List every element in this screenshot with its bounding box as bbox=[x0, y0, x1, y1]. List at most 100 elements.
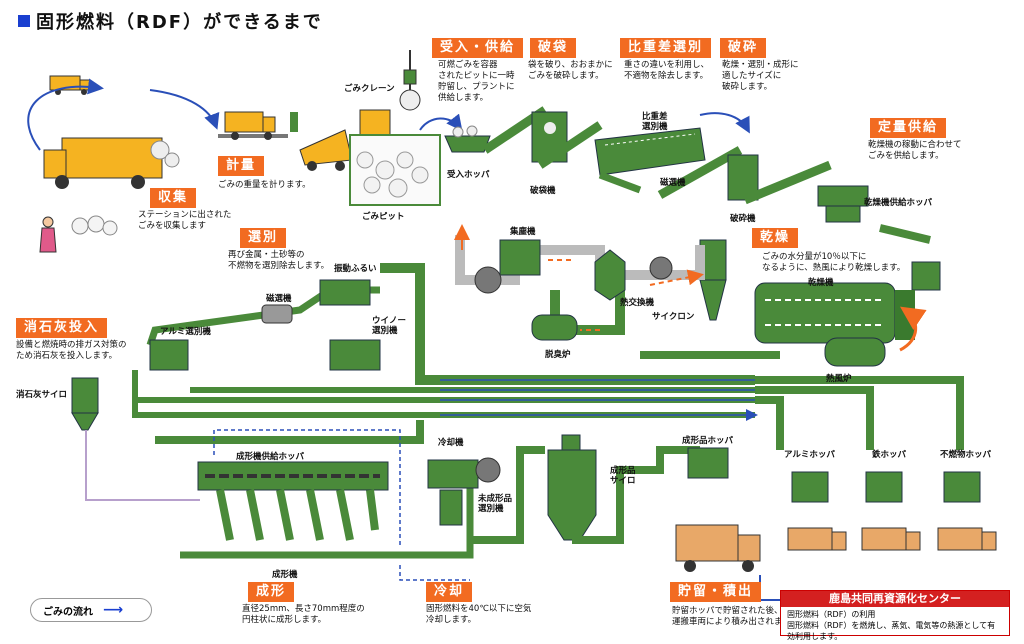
conveyor bbox=[155, 420, 424, 444]
stage-label-feed: 定量供給 bbox=[870, 118, 947, 138]
incombustible-hopper bbox=[943, 471, 981, 503]
stage-desc-store: 貯留ホッパで貯留された後、 運搬車両により積み出されます。 bbox=[672, 606, 799, 627]
garbage-truck-small bbox=[49, 75, 91, 95]
square-bullet-icon bbox=[18, 15, 30, 27]
cooler bbox=[427, 457, 501, 526]
deodorizing-furnace bbox=[531, 314, 578, 341]
caption-hot-air: 熱風炉 bbox=[826, 374, 852, 384]
stage-label-weigh: 計量 bbox=[218, 156, 265, 176]
garbage-crane bbox=[399, 50, 421, 111]
stage-label-store: 貯留・積出 bbox=[670, 582, 762, 602]
garbage-pit bbox=[349, 134, 441, 206]
hot-air-arrow bbox=[899, 306, 927, 352]
stage-label-bag-break: 破袋 bbox=[530, 38, 577, 58]
lime-line bbox=[85, 430, 200, 501]
lime-silo bbox=[71, 377, 99, 431]
caption-heat-exchanger: 熱交換機 bbox=[620, 298, 655, 308]
caption-bag-breaker: 破袋機 bbox=[530, 186, 556, 196]
caption-product-silo: 成形品 サイロ bbox=[610, 466, 636, 486]
conveyor bbox=[470, 446, 545, 544]
stage-desc-collect: ステーションに出された ごみを収集します bbox=[138, 210, 232, 231]
caption-deodorizer: 脱臭炉 bbox=[545, 350, 571, 360]
gravity-separator bbox=[594, 127, 706, 176]
center-name: 鹿島共同再資源化センター bbox=[781, 591, 1009, 607]
stage-label-collect: 収集 bbox=[150, 188, 197, 208]
stage-label-sort: 選別 bbox=[240, 228, 287, 248]
caption-product-hopper: 成形品ホッパ bbox=[682, 436, 734, 446]
caption-receiving-hopper: 受入ホッパ bbox=[447, 170, 490, 180]
caption-lime-silo: 消石灰サイロ bbox=[16, 390, 68, 400]
heat-exchanger bbox=[594, 249, 626, 301]
person-with-bags bbox=[39, 215, 118, 253]
rotary-dryer bbox=[754, 282, 915, 344]
dryer-feed-hopper bbox=[817, 185, 869, 223]
caption-gravity-separator: 比重差 選別機 bbox=[642, 112, 668, 132]
flow-arrow bbox=[440, 379, 755, 415]
return-flow bbox=[213, 429, 401, 545]
caption-feed-hopper: 乾燥機供給ホッパ bbox=[864, 198, 933, 208]
caption-cyclone: サイクロン bbox=[652, 312, 695, 322]
stage-desc-weigh: ごみの重量を計ります。 bbox=[218, 180, 311, 190]
conveyor bbox=[755, 376, 964, 450]
rdf-former bbox=[197, 461, 389, 541]
aluminum-separator bbox=[149, 339, 189, 371]
caption-crane: ごみクレーン bbox=[344, 84, 395, 94]
garbage-truck-large bbox=[43, 137, 180, 189]
product-hopper bbox=[687, 447, 729, 479]
flow-arrow bbox=[27, 78, 104, 151]
conveyor bbox=[572, 446, 700, 544]
stage-desc-receive: 可燃ごみを容器 されたピットに一時 貯留し、プラントに 供給します。 bbox=[438, 60, 515, 103]
legend: ごみの流れ ⟶ bbox=[30, 598, 152, 622]
stage-desc-lime: 設備と燃焼時の排ガス対策の ため消石灰を投入します。 bbox=[16, 340, 127, 361]
center-description: 固形燃料（RDF）の利用 固形燃料（RDF）を燃焼し、蒸気、電気等の熱源として有… bbox=[781, 607, 1009, 644]
caption-aluminum: アルミ選別機 bbox=[160, 327, 211, 337]
stage-desc-gravity: 重さの違いを利用し、 不適物を除去します。 bbox=[624, 60, 710, 81]
page-title-text: 固形燃料（RDF）ができるまで bbox=[36, 12, 323, 33]
caption-iron-hopper: 鉄ホッパ bbox=[872, 450, 907, 460]
flow-arrow bbox=[699, 112, 750, 134]
stage-desc-dry: ごみの水分量が10％以下に なるように、熱風により乾燥します。 bbox=[762, 252, 906, 273]
conveyor bbox=[598, 171, 642, 194]
stage-label-cool: 冷却 bbox=[426, 582, 473, 602]
return-flow bbox=[399, 565, 470, 581]
stage-desc-cool: 固形燃料を40℃以下に空気 冷却します。 bbox=[426, 604, 532, 625]
conveyor bbox=[657, 146, 743, 199]
flow-arrow bbox=[419, 113, 463, 132]
product-silo bbox=[547, 434, 597, 541]
feed-chute bbox=[911, 261, 941, 291]
caption-crusher: 破砕機 bbox=[730, 214, 756, 224]
arrow-right-icon: ⟶ bbox=[103, 602, 124, 618]
center-subtitle: 固形燃料（RDF）の利用 bbox=[787, 610, 876, 619]
receiving-hopper bbox=[444, 125, 491, 153]
fan bbox=[649, 256, 673, 280]
stage-desc-bag-break: 袋を破り、おおまかに ごみを破砕します。 bbox=[528, 60, 613, 81]
caption-unformed: 未成形品 選別機 bbox=[478, 494, 513, 514]
dust-collector bbox=[499, 239, 541, 276]
stage-desc-form: 直径25mm、長さ70mm程度の 円柱状に成形します。 bbox=[242, 604, 365, 625]
magnetic-separator bbox=[261, 304, 293, 324]
caption-screen: 振動ふるい bbox=[334, 264, 377, 274]
stage-label-gravity: 比重差選別 bbox=[620, 38, 712, 58]
loading-truck bbox=[675, 524, 761, 572]
caption-separator: 磁選機 bbox=[660, 178, 686, 188]
conveyor bbox=[879, 224, 931, 244]
hot-air-furnace bbox=[824, 337, 886, 367]
caption-aluminum-hopper: アルミホッパ bbox=[784, 450, 835, 460]
stage-desc-sort: 再び金属・土砂等の 不燃物を選別除去します。 bbox=[228, 250, 330, 271]
air-flow bbox=[548, 259, 700, 331]
stage-label-crush: 破砕 bbox=[720, 38, 767, 58]
weighing-truck bbox=[218, 111, 298, 140]
stage-desc-feed: 乾燥機の稼動に合わせて ごみを供給します。 bbox=[868, 140, 962, 161]
stage-label-form: 成形 bbox=[248, 582, 295, 602]
stage-label-lime: 消石灰投入 bbox=[16, 318, 108, 338]
small-trucks bbox=[787, 527, 997, 551]
caption-winnow: ウイノー 選別機 bbox=[372, 316, 407, 336]
fan bbox=[474, 266, 502, 294]
center-desc-text: 固形燃料（RDF）を燃焼し、蒸気、電気等の熱源として有効利用します。 bbox=[787, 621, 996, 641]
stage-label-dry: 乾燥 bbox=[752, 228, 799, 248]
legend-label: ごみの流れ bbox=[43, 606, 93, 618]
caption-dust-collector: 集塵機 bbox=[510, 227, 536, 237]
iron-hopper bbox=[865, 471, 903, 503]
